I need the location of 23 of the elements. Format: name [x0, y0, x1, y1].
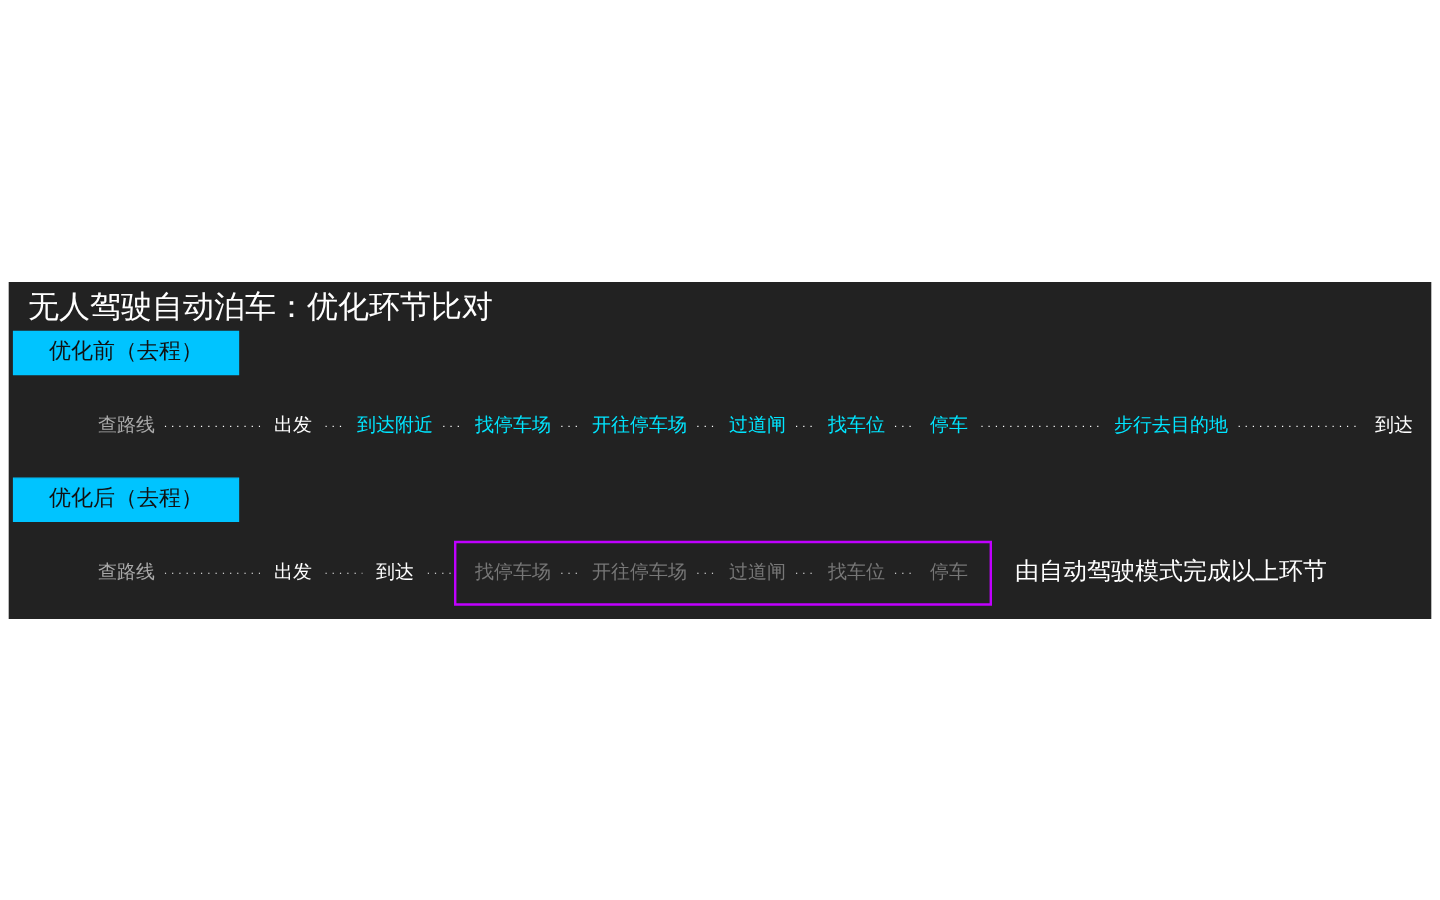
node-box: 优化前（去程） [12, 330, 240, 375]
node-box: 优化后（去程） [12, 477, 240, 522]
node-text: 停车 [929, 559, 968, 583]
node-text: 开往停车场 [592, 559, 688, 583]
node-text: 查路线 [97, 559, 155, 583]
node-text: 到达附近 [357, 412, 434, 436]
node-text: 过道闸 [728, 559, 786, 583]
node-text: 到达 [376, 559, 415, 583]
node-text: 过道闸 [728, 412, 786, 436]
diagram-title: 无人驾驶自动泊车：优化环节比对 [27, 287, 493, 324]
node-text: 找停车场 [474, 559, 551, 583]
node-text: 找车位 [827, 559, 885, 583]
node-label: 由自动驾驶模式完成以上环节 [1015, 556, 1328, 585]
node-text: 开往停车场 [592, 412, 688, 436]
cluster [454, 540, 992, 606]
node-text: 步行去目的地 [1114, 412, 1229, 436]
node-text: 找车位 [827, 412, 885, 436]
node-text: 出发 [273, 559, 312, 583]
node-text: 找停车场 [474, 412, 551, 436]
node-text: 到达 [1375, 412, 1413, 436]
node-text: 出发 [273, 412, 312, 436]
node-text: 停车 [929, 412, 968, 436]
node-text: 查路线 [97, 412, 155, 436]
